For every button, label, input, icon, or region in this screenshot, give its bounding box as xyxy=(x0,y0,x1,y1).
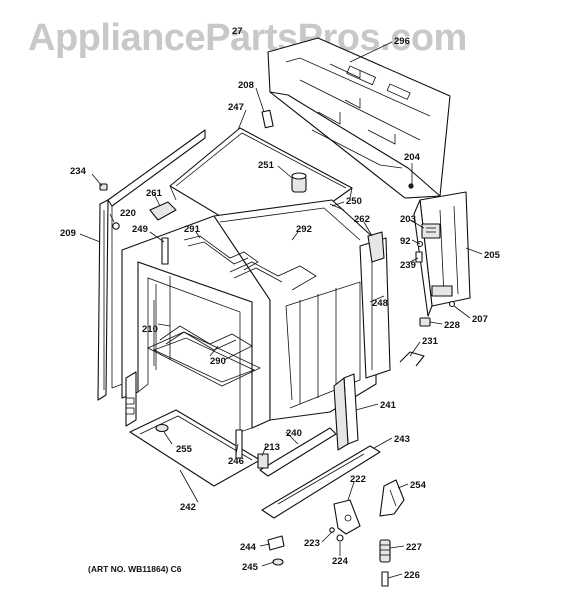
label-203: 203 xyxy=(400,214,416,225)
bracket-249[interactable] xyxy=(161,237,169,265)
label-248: 248 xyxy=(372,298,388,309)
label-250: 250 xyxy=(346,196,362,207)
drawer-rail-243[interactable] xyxy=(261,445,381,519)
label-244: 244 xyxy=(240,542,257,553)
screw-223[interactable] xyxy=(329,527,335,533)
label-208: 208 xyxy=(238,80,254,91)
cord-clamp-239[interactable] xyxy=(415,251,423,263)
label-241: 241 xyxy=(380,400,397,411)
burner-255[interactable] xyxy=(155,423,169,433)
hinge-222[interactable] xyxy=(333,499,361,535)
bracket-246[interactable] xyxy=(235,429,243,459)
label-228: 228 xyxy=(444,320,460,331)
label-231: 231 xyxy=(422,336,439,347)
label-210: 210 xyxy=(142,324,158,335)
label-226: 226 xyxy=(404,570,420,581)
hinge-213[interactable] xyxy=(257,453,269,469)
oven-body[interactable] xyxy=(121,199,377,433)
callout-labels: 27 296 208 247 204 234 251 261 220 250 2… xyxy=(60,26,501,581)
label-234: 234 xyxy=(70,166,87,177)
label-227: 227 xyxy=(406,542,422,553)
label-224: 224 xyxy=(332,556,349,567)
label-246: 246 xyxy=(228,456,244,467)
label-239: 239 xyxy=(400,260,416,271)
pin-226[interactable] xyxy=(381,571,389,587)
broil-element-291[interactable] xyxy=(183,235,259,271)
label-251: 251 xyxy=(258,160,275,171)
label-296: 296 xyxy=(394,36,410,47)
screw-228[interactable] xyxy=(419,317,431,327)
heat-shield-292[interactable] xyxy=(229,261,317,291)
label-254: 254 xyxy=(410,480,427,491)
label-290: 290 xyxy=(210,356,226,367)
bake-element-290[interactable] xyxy=(159,325,253,361)
bracket-262[interactable] xyxy=(367,231,385,263)
label-222: 222 xyxy=(350,474,366,485)
label-242: 242 xyxy=(180,502,196,513)
label-243: 243 xyxy=(394,434,410,445)
side-panel-209[interactable] xyxy=(97,129,206,401)
label-223: 223 xyxy=(304,538,320,549)
screw-245[interactable] xyxy=(272,558,284,566)
label-261: 261 xyxy=(146,188,163,199)
screw-220[interactable] xyxy=(112,222,120,230)
label-255: 255 xyxy=(176,444,193,455)
label-262: 262 xyxy=(354,214,370,225)
label-245: 245 xyxy=(242,562,259,573)
bracket-208[interactable] xyxy=(261,109,274,129)
hinge-254[interactable] xyxy=(379,479,405,517)
leader-lines xyxy=(79,41,483,579)
bottom-bracket-240[interactable] xyxy=(259,427,337,477)
washer-224[interactable] xyxy=(336,534,344,542)
screw-207[interactable] xyxy=(448,300,456,308)
side-panel-205[interactable] xyxy=(413,191,471,317)
label-204: 204 xyxy=(404,152,421,163)
label-247: 247 xyxy=(228,102,244,113)
label-249: 249 xyxy=(132,224,148,235)
label-209: 209 xyxy=(60,228,76,239)
back-panel-296[interactable] xyxy=(267,37,451,199)
terminal-block-203[interactable] xyxy=(421,223,441,239)
hinge-receiver-244[interactable] xyxy=(267,535,285,551)
bracket-231[interactable] xyxy=(399,351,425,367)
art-number: (ART NO. WB11864) C6 xyxy=(88,564,182,574)
label-92: 92 xyxy=(400,236,411,247)
watermark-text: AppliancePartsPros.com xyxy=(28,17,467,59)
bracket-261[interactable] xyxy=(149,201,177,221)
label-292: 292 xyxy=(296,224,312,235)
label-27: 27 xyxy=(232,26,243,37)
label-291: 291 xyxy=(184,224,201,235)
kick-panel-241[interactable] xyxy=(333,373,359,451)
label-220: 220 xyxy=(120,208,136,219)
spring-227[interactable] xyxy=(379,539,391,563)
vent-251[interactable] xyxy=(291,172,307,193)
label-240: 240 xyxy=(286,428,302,439)
label-205: 205 xyxy=(484,250,501,261)
label-213: 213 xyxy=(264,442,280,453)
bracket-250[interactable] xyxy=(329,203,345,211)
label-207: 207 xyxy=(472,314,488,325)
